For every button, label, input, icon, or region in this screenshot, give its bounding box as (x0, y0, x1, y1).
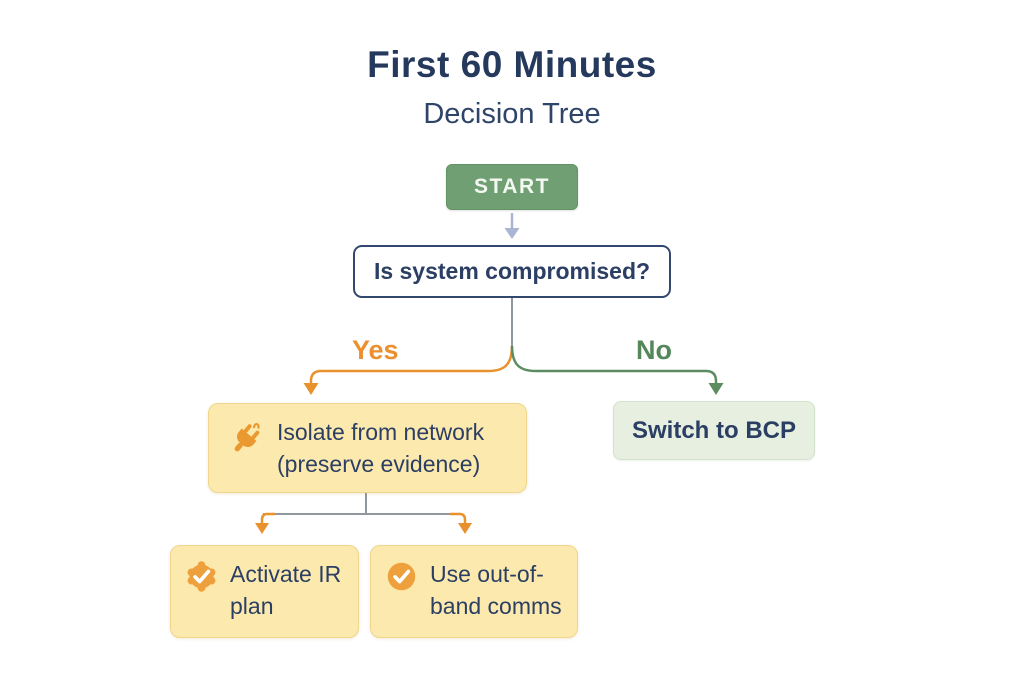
no-connector (510, 345, 724, 395)
node-start: START (446, 164, 578, 210)
page-title: First 60 Minutes (367, 44, 657, 85)
plug-icon (223, 418, 265, 469)
node-label: Use out-of-band comms (430, 561, 562, 619)
start-to-question-arrow (504, 213, 520, 239)
branch-label-yes: Yes (352, 335, 399, 365)
node-question: Is system compromised? (353, 245, 671, 298)
badge-check-icon (185, 560, 218, 602)
node-use-oob-comms: Use out-of-band comms (370, 545, 578, 638)
yes-connector (303, 345, 514, 395)
comms-arrow (450, 512, 472, 534)
page-subtitle: Decision Tree (423, 98, 601, 130)
node-activate-ir-plan: Activate IR plan (170, 545, 359, 638)
node-label: Isolate from network (preserve evidence) (277, 419, 485, 477)
node-switch-to-bcp: Switch to BCP (613, 401, 815, 460)
branch-label-no: No (636, 335, 672, 365)
activate-arrow (255, 512, 275, 534)
node-label: Activate IR plan (230, 561, 342, 619)
circle-check-icon (385, 560, 418, 602)
node-isolate-from-network: Isolate from network (preserve evidence) (208, 403, 527, 493)
